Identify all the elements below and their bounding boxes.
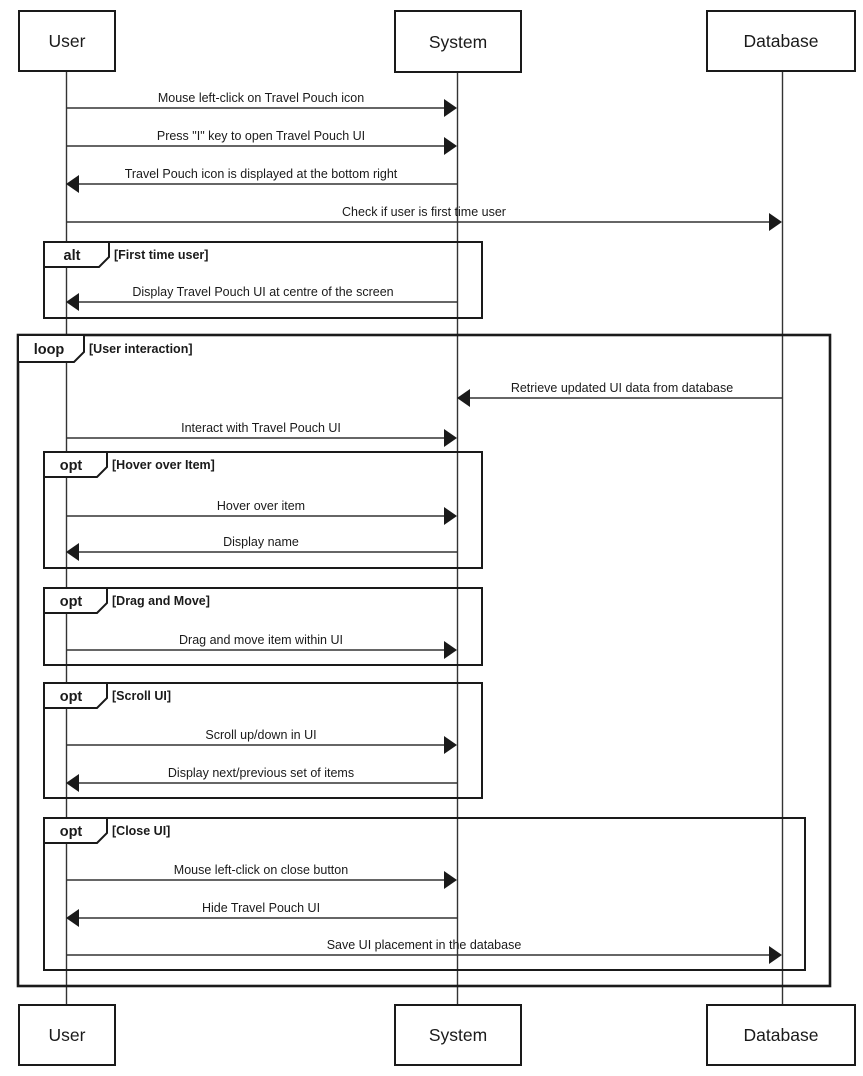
fragment-alt-first-time-user: alt [First time user] <box>43 241 483 319</box>
actor-user-bottom: User <box>18 1004 116 1066</box>
message-press-i-key: Press "I" key to open Travel Pouch UI <box>66 129 457 155</box>
actor-box <box>394 1004 522 1066</box>
arrowhead-left-icon <box>457 389 470 407</box>
message-label: Save UI placement in the database <box>327 938 522 952</box>
fragment-opt-close-ui: opt [Close UI] <box>43 817 806 971</box>
fragment-guard-label: [Hover over Item] <box>112 458 215 472</box>
message-check-first-time-user: Check if user is first time user <box>66 205 782 231</box>
actor-database-bottom: Database <box>706 1004 856 1066</box>
message-display-name: Display name <box>66 535 457 561</box>
actor-box <box>394 10 522 73</box>
fragment-opt-scroll-ui: opt [Scroll UI] <box>43 682 483 799</box>
actor-label: User <box>49 1025 86 1045</box>
message-travel-pouch-icon-displayed: Travel Pouch icon is displayed at the bo… <box>66 167 457 193</box>
arrowhead-right-icon <box>444 507 457 525</box>
fragment-guard-label: [Close UI] <box>112 824 170 838</box>
message-label: Mouse left-click on Travel Pouch icon <box>158 91 364 105</box>
arrowhead-right-icon <box>444 871 457 889</box>
actor-label: System <box>429 1025 487 1045</box>
message-scroll-up-down: Scroll up/down in UI <box>66 728 457 754</box>
arrowhead-left-icon <box>66 543 79 561</box>
message-label: Interact with Travel Pouch UI <box>181 421 341 435</box>
fragment-guard-label: [Scroll UI] <box>112 689 171 703</box>
arrowhead-left-icon <box>66 175 79 193</box>
fragment-guard-label: [User interaction] <box>89 342 193 356</box>
fragment-operator-pentagon <box>17 334 85 363</box>
message-mouse-left-click-travel-pouch-icon: Mouse left-click on Travel Pouch icon <box>66 91 457 117</box>
fragment-operator-pentagon <box>43 451 108 478</box>
message-save-ui-placement: Save UI placement in the database <box>66 938 782 964</box>
arrowhead-right-icon <box>444 641 457 659</box>
arrowhead-right-icon <box>444 99 457 117</box>
message-label: Scroll up/down in UI <box>205 728 316 742</box>
message-label: Travel Pouch icon is displayed at the bo… <box>125 167 398 181</box>
actor-user-top: User <box>18 10 116 72</box>
message-label: Press "I" key to open Travel Pouch UI <box>157 129 365 143</box>
fragment-operator-pentagon <box>43 241 110 268</box>
arrowhead-left-icon <box>66 774 79 792</box>
message-label: Mouse left-click on close button <box>174 863 348 877</box>
arrowhead-right-icon <box>444 429 457 447</box>
fragment-frame <box>43 241 483 319</box>
message-label: Hide Travel Pouch UI <box>202 901 320 915</box>
fragment-frame <box>43 682 483 799</box>
message-display-ui-centre: Display Travel Pouch UI at centre of the… <box>66 285 457 311</box>
actor-label: Database <box>744 1025 819 1045</box>
actor-database-top: Database <box>706 10 856 72</box>
message-label: Hover over item <box>217 499 305 513</box>
actor-box <box>706 10 856 72</box>
arrowhead-left-icon <box>66 293 79 311</box>
actor-box <box>18 10 116 72</box>
arrowhead-right-icon <box>769 213 782 231</box>
fragment-opt-drag-and-move: opt [Drag and Move] <box>43 587 483 666</box>
actor-box <box>18 1004 116 1066</box>
fragment-operator-pentagon <box>43 682 108 709</box>
fragment-operator-label: opt <box>60 689 83 705</box>
message-display-next-previous-items: Display next/previous set of items <box>66 766 457 792</box>
fragment-guard-label: [Drag and Move] <box>112 594 210 608</box>
message-hover-over-item: Hover over item <box>66 499 457 525</box>
fragment-operator-pentagon <box>43 587 108 614</box>
actor-label: System <box>429 32 487 52</box>
arrowhead-left-icon <box>66 909 79 927</box>
message-drag-and-move-item: Drag and move item within UI <box>66 633 457 659</box>
fragment-frame <box>43 817 806 971</box>
fragment-guard-label: [First time user] <box>114 248 208 262</box>
actor-system-top: System <box>394 10 522 73</box>
fragment-frame <box>16 333 832 988</box>
fragment-frame <box>43 587 483 666</box>
fragment-operator-pentagon <box>43 817 108 844</box>
actor-box <box>706 1004 856 1066</box>
actor-label: User <box>49 31 86 51</box>
arrowhead-right-icon <box>769 946 782 964</box>
fragment-operator-label: opt <box>60 594 83 610</box>
message-retrieve-updated-ui-data: Retrieve updated UI data from database <box>457 381 782 407</box>
arrowhead-right-icon <box>444 137 457 155</box>
fragment-loop-user-interaction: loop [User interaction] <box>16 333 832 988</box>
message-label: Check if user is first time user <box>342 205 506 219</box>
fragment-operator-label: opt <box>60 824 83 840</box>
message-label: Display Travel Pouch UI at centre of the… <box>132 285 393 299</box>
message-hide-travel-pouch-ui: Hide Travel Pouch UI <box>66 901 457 927</box>
fragment-operator-label: loop <box>34 342 65 358</box>
message-label: Display next/previous set of items <box>168 766 354 780</box>
actor-system-bottom: System <box>394 1004 522 1066</box>
fragment-operator-label: alt <box>64 248 81 264</box>
fragment-operator-label: opt <box>60 458 83 474</box>
message-click-close-button: Mouse left-click on close button <box>66 863 457 889</box>
arrowhead-right-icon <box>444 736 457 754</box>
fragment-opt-hover-over-item: opt [Hover over Item] <box>43 451 483 569</box>
message-label: Retrieve updated UI data from database <box>511 381 733 395</box>
fragment-frame <box>43 451 483 569</box>
actor-label: Database <box>744 31 819 51</box>
message-label: Display name <box>223 535 299 549</box>
message-label: Drag and move item within UI <box>179 633 343 647</box>
message-interact-with-ui: Interact with Travel Pouch UI <box>66 421 457 447</box>
